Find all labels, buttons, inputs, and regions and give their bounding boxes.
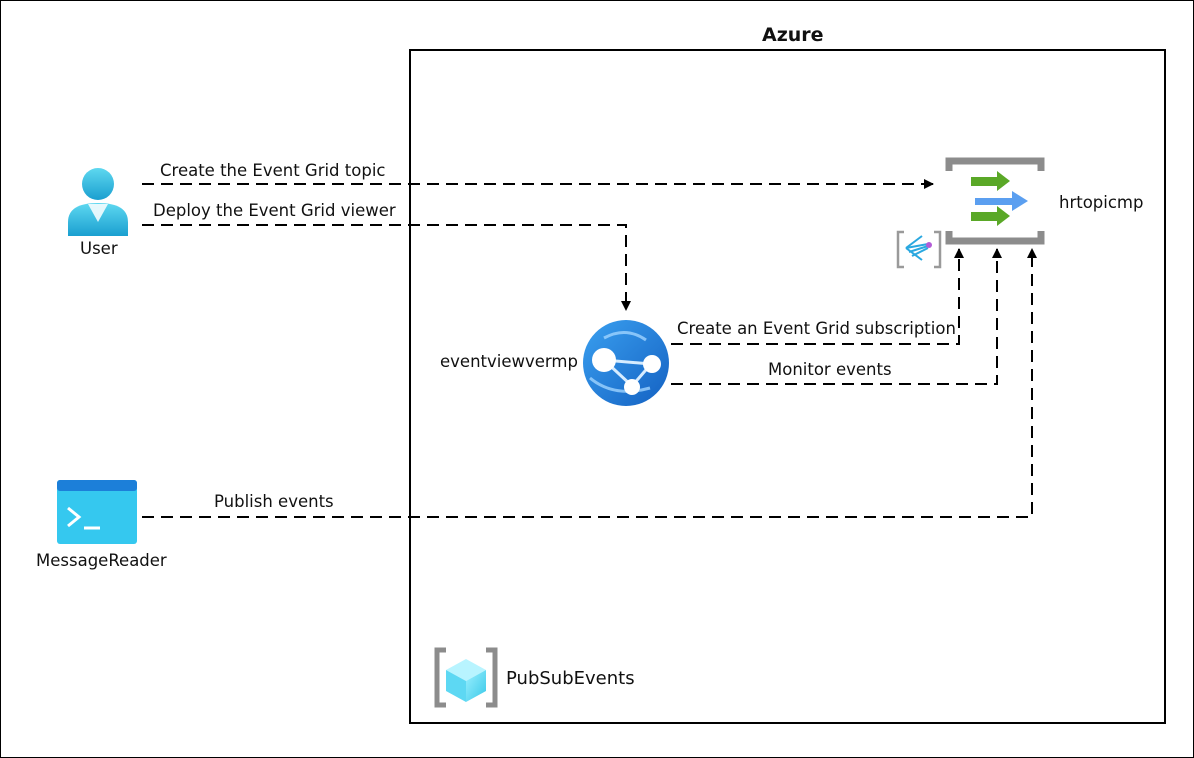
topic-label: hrtopicmp xyxy=(1059,193,1144,212)
azure-title: Azure xyxy=(762,24,824,46)
user-icon xyxy=(68,168,128,236)
web-app-icon xyxy=(583,320,669,406)
flow-publish-events-line xyxy=(142,248,1037,518)
web-app-label: eventviewvermp xyxy=(440,352,578,371)
flow-monitor-events-line xyxy=(671,248,1002,385)
user-label: User xyxy=(80,239,118,258)
event-subscription-icon xyxy=(896,230,942,269)
console-icon xyxy=(57,480,137,544)
flow-deploy-viewer-label: Deploy the Event Grid viewer xyxy=(153,201,396,220)
flow-create-subscription-label: Create an Event Grid subscription xyxy=(677,319,956,338)
flow-deploy-viewer-line xyxy=(142,224,631,311)
flow-publish-events-label: Publish events xyxy=(214,492,334,511)
event-grid-topic-icon xyxy=(945,157,1045,245)
flow-monitor-events-label: Monitor events xyxy=(768,360,892,379)
azure-boundary xyxy=(409,49,1166,724)
resource-group-icon xyxy=(434,647,498,708)
flow-create-topic-label: Create the Event Grid topic xyxy=(160,161,386,180)
flow-create-subscription-line xyxy=(671,248,964,345)
message-reader-label: MessageReader xyxy=(36,551,167,570)
resource-group-label: PubSubEvents xyxy=(506,668,635,689)
